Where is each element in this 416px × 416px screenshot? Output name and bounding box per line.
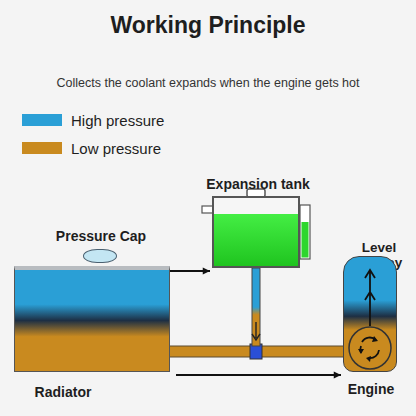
legend-text: Low pressure xyxy=(71,140,161,157)
arrow-head xyxy=(203,268,210,275)
radiator: Radiator xyxy=(14,266,170,372)
title: Working Principle xyxy=(0,12,416,39)
pressure-cap: Pressure Cap xyxy=(83,249,117,263)
flow-arrow xyxy=(252,322,260,340)
node-label: Expansion tank xyxy=(158,176,358,192)
level-tube xyxy=(300,205,310,259)
legend-row: High pressure xyxy=(22,106,164,134)
subtitle: Collects the coolant expands when the en… xyxy=(0,76,416,90)
legend: High pressureLow pressure xyxy=(22,106,164,162)
legend-swatch xyxy=(22,114,62,126)
tank-pipe xyxy=(252,268,260,346)
legend-text: High pressure xyxy=(71,112,164,129)
coolant-fill xyxy=(214,214,298,266)
node-label: Pressure Cap xyxy=(1,228,201,244)
connector xyxy=(176,374,341,376)
pump-symbol xyxy=(343,256,397,372)
legend-swatch xyxy=(22,142,62,154)
level-fluid xyxy=(302,222,309,258)
engine: Engine xyxy=(343,256,397,372)
legend-row: Low pressure xyxy=(22,134,164,162)
node-label: Radiator xyxy=(0,384,163,400)
expansion-tank: Expansion tank xyxy=(212,196,300,268)
node-label: Engine xyxy=(271,381,416,397)
arrow-head xyxy=(334,372,341,379)
